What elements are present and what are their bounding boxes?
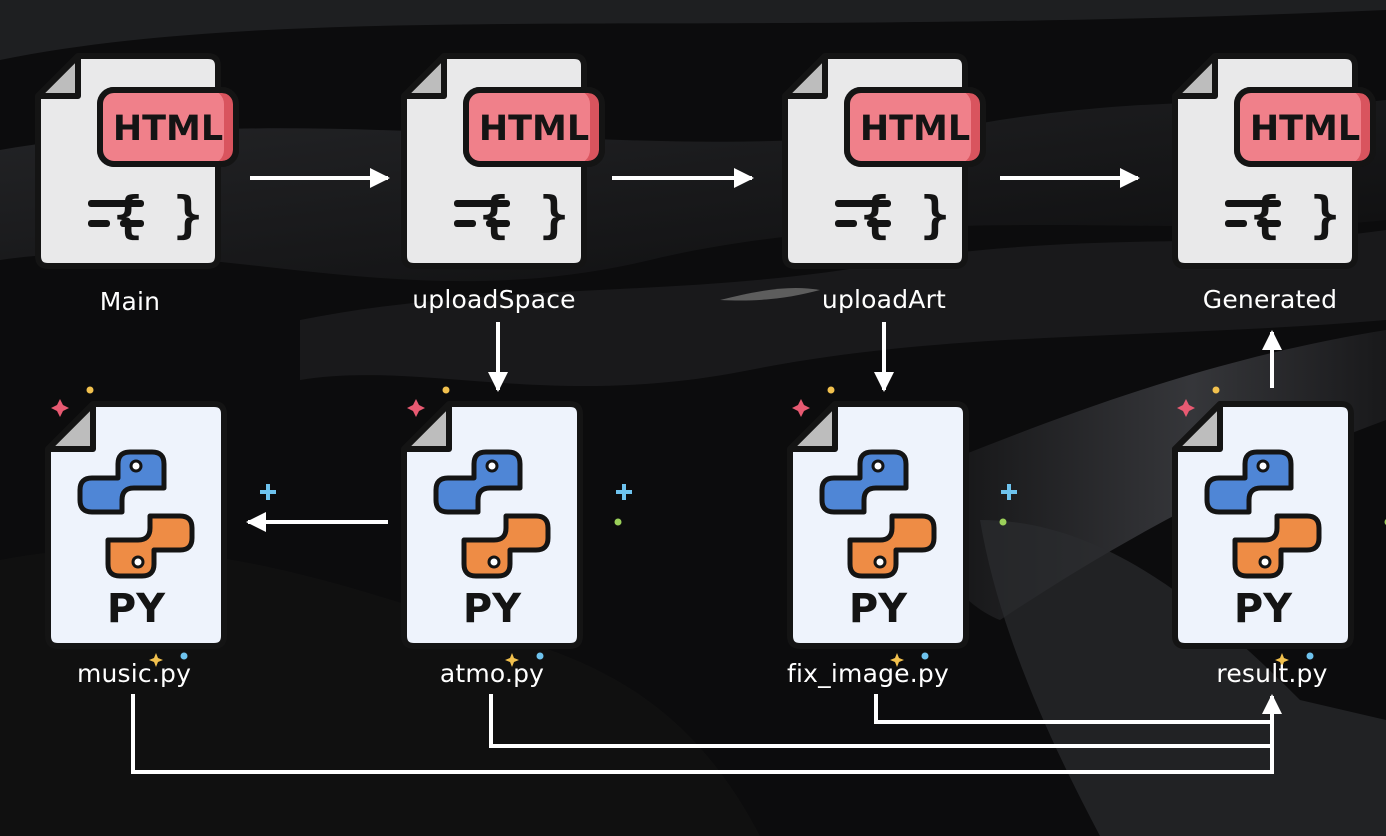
html-node-generated: [1175, 56, 1373, 266]
html-file-icon: [785, 56, 983, 266]
html-node-uploadart: [785, 56, 983, 266]
py-node-music: [48, 386, 276, 667]
py-node-result: [1175, 386, 1386, 667]
label-atmo: atmo.py: [439, 659, 545, 688]
html-file-icon: [38, 56, 236, 266]
edges: [131, 168, 1282, 774]
python-file-icon: [404, 404, 580, 646]
label-generated: Generated: [1202, 285, 1338, 314]
label-music: music.py: [76, 659, 192, 688]
label-result: result.py: [1216, 659, 1328, 688]
html-file-icon: [404, 56, 602, 266]
label-fix-image: fix_image.py: [787, 659, 949, 688]
python-file-icon: [1175, 404, 1351, 646]
html-file-icon: [1175, 56, 1373, 266]
py-node-fix-image: [790, 386, 1017, 667]
label-uploadart: uploadArt: [821, 285, 947, 314]
py-node-atmo: [404, 386, 632, 667]
python-file-icon: [790, 404, 966, 646]
label-uploadspace: uploadSpace: [412, 285, 576, 314]
edge-fix-image-to-result: [874, 694, 1282, 724]
label-main: Main: [99, 287, 161, 316]
python-file-icon: [48, 404, 224, 646]
edge-atmo-to-result: [489, 694, 1272, 748]
html-node-main: [38, 56, 236, 266]
edge-music-to-result: [131, 694, 1274, 774]
html-node-uploadspace: [404, 56, 602, 266]
